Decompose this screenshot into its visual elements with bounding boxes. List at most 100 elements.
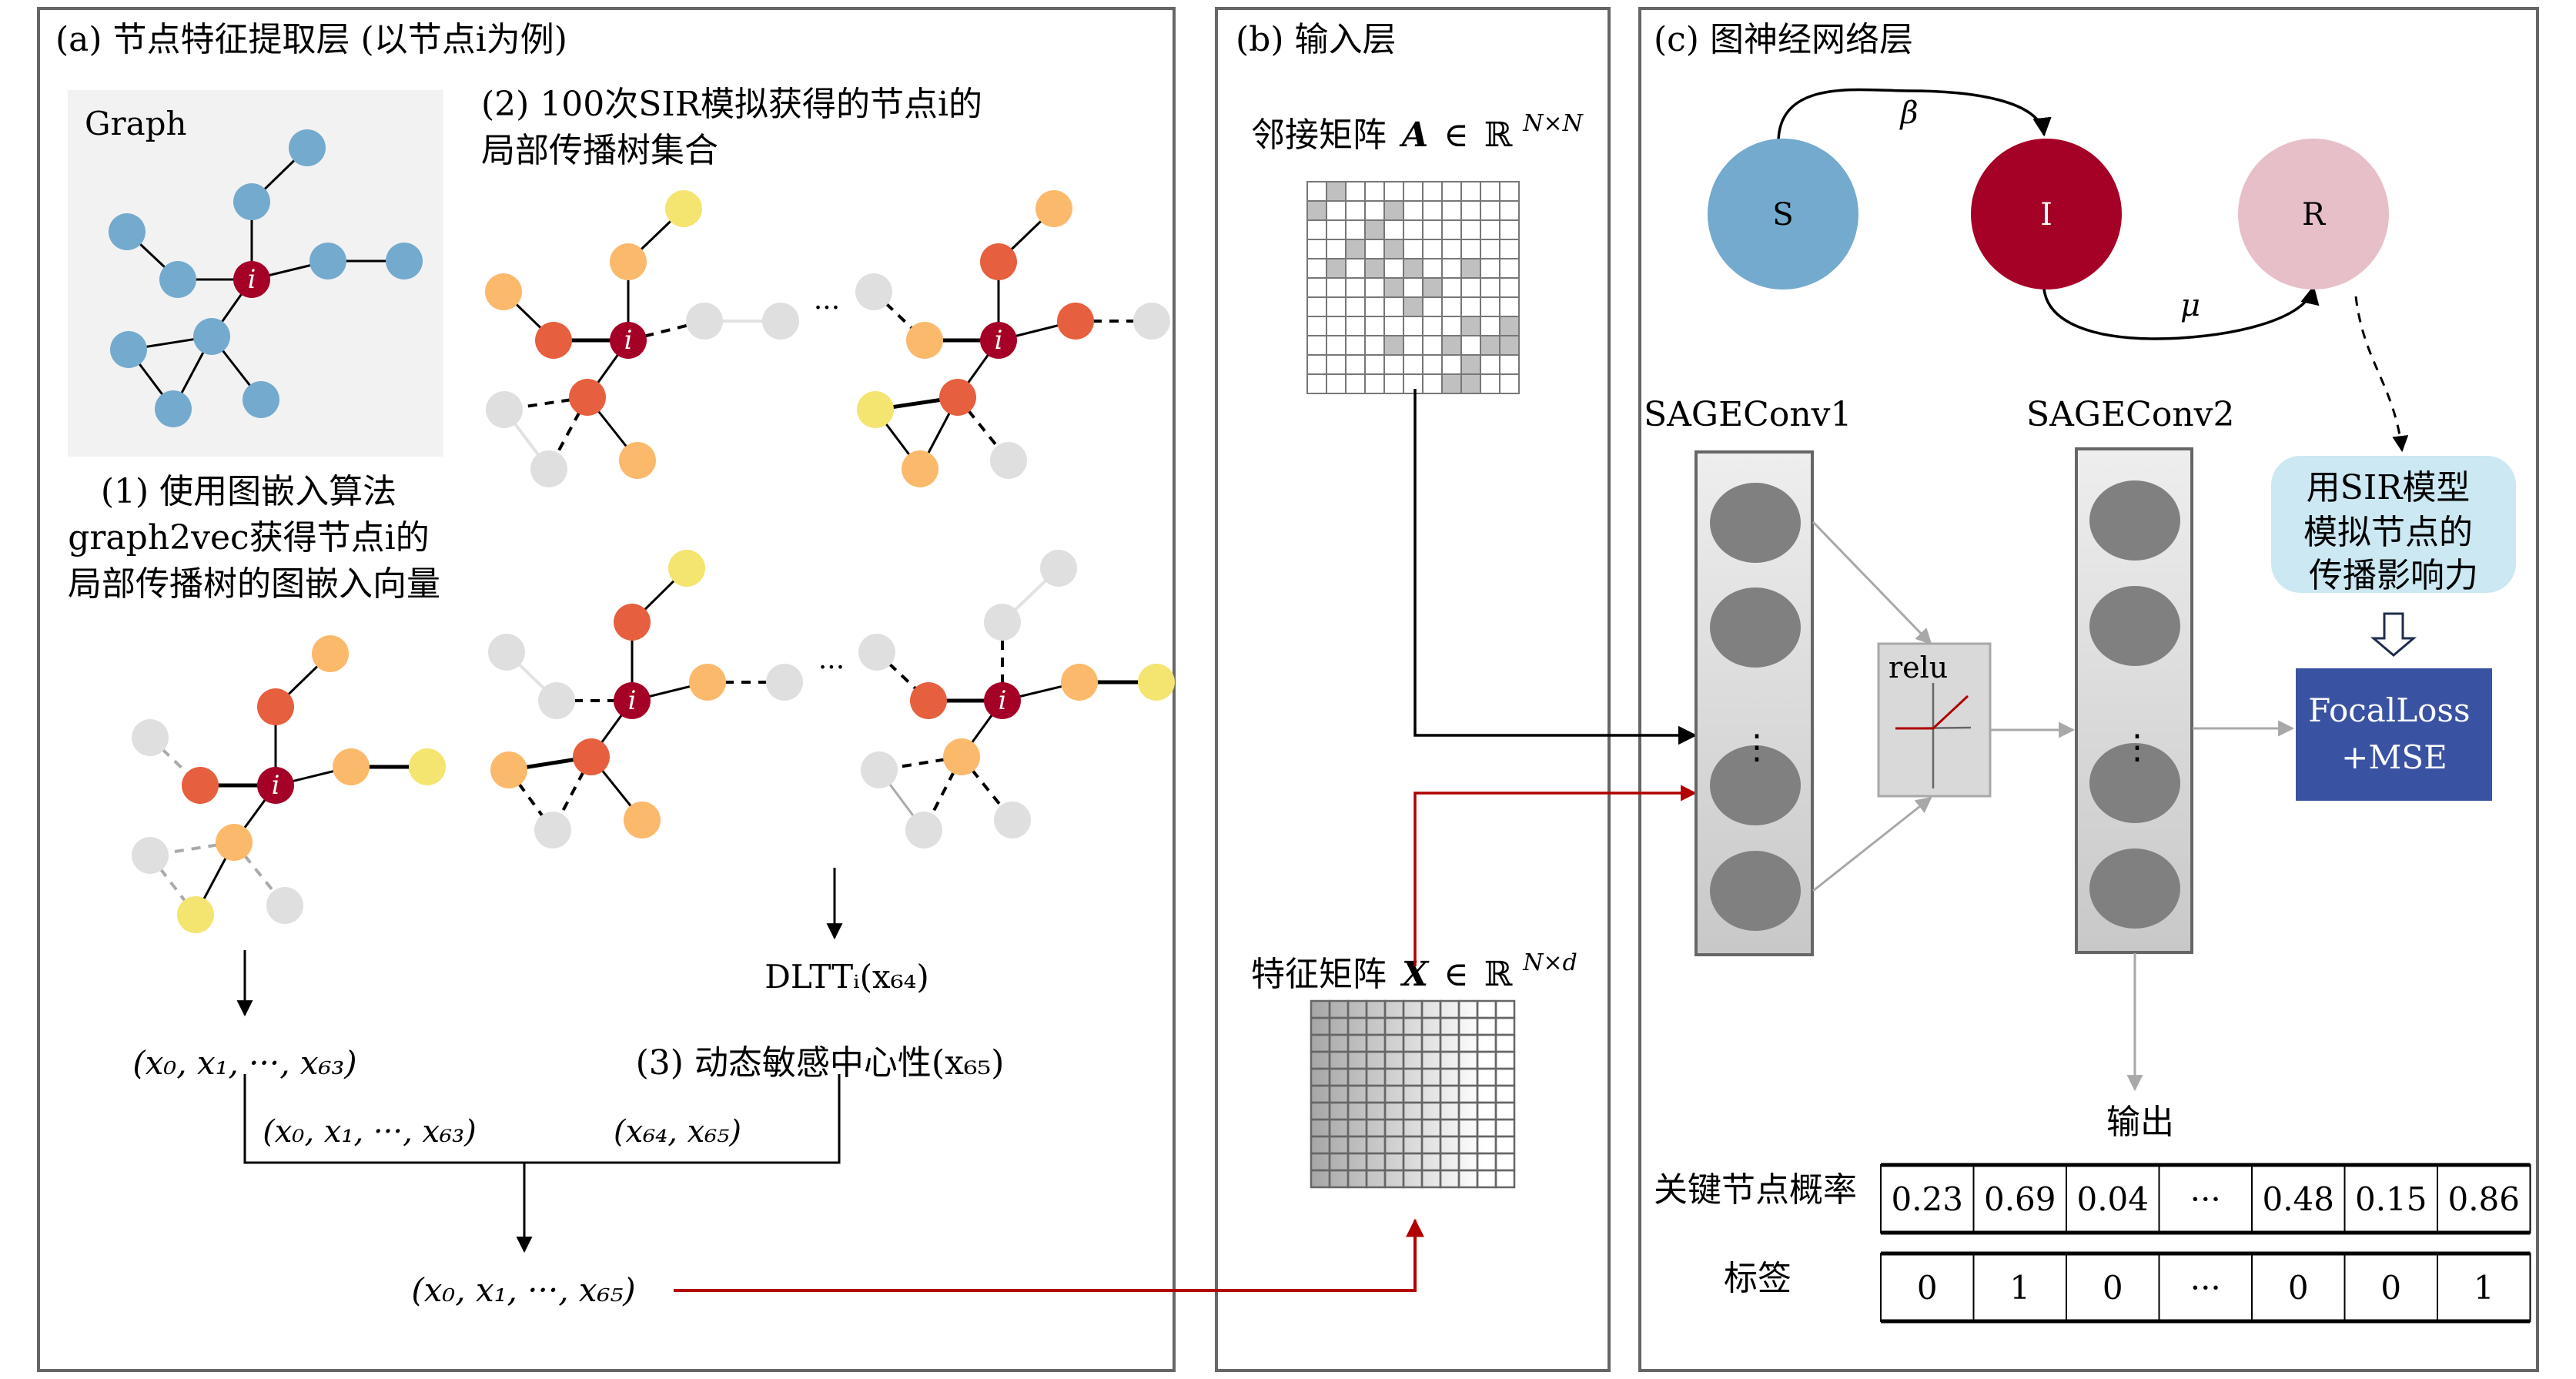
adjacency-cell-filled (1460, 258, 1481, 279)
note-line-2: 模拟节点的 (2303, 513, 2473, 552)
adjacency-cell (1326, 239, 1347, 259)
dltt-label: DLTTᵢ(x₆₄) (764, 958, 929, 996)
tree-node (689, 664, 726, 701)
adjacency-cell (1422, 219, 1443, 240)
adjacency-cell (1383, 373, 1404, 394)
adjacency-cell (1499, 258, 1520, 279)
adjacency-cell (1306, 219, 1327, 240)
adjacency-cell (1480, 219, 1500, 240)
output-label: 输出 (2106, 1103, 2174, 1142)
adjacency-cell (1499, 181, 1520, 202)
adjacency-cell (1383, 258, 1404, 279)
adjacency-cell-filled (1441, 335, 1462, 356)
feature-prefix: 特征矩阵 (1251, 955, 1387, 994)
propagation-tree-1: i (485, 190, 799, 487)
adjacency-cell (1364, 200, 1385, 221)
tree-node (289, 129, 326, 166)
adjacency-cell (1499, 239, 1520, 259)
tree-ellipsis-bottom: ··· (818, 652, 845, 684)
probability-value: 0.69 (1984, 1180, 2056, 1218)
panel-a-frame (37, 7, 1176, 1372)
conv1-to-relu-arrow-top (1812, 520, 1932, 645)
tree-node (488, 634, 525, 671)
tree-node (257, 688, 294, 725)
probability-cell (2066, 1164, 2160, 1233)
mu-label: μ (2180, 288, 2200, 323)
label-cell (2066, 1253, 2160, 1322)
adjacency-cell (1345, 354, 1366, 375)
adjacency-cell (1499, 277, 1520, 298)
tree-edge (149, 854, 197, 916)
tree-node (905, 812, 942, 848)
adjacency-cell (1460, 239, 1481, 259)
adjacency-cell-filled (1383, 277, 1404, 298)
adjacency-cell (1364, 373, 1385, 394)
adjacency-cell (1326, 296, 1347, 317)
adjacency-cell (1345, 181, 1366, 202)
focus-node-label: i (272, 770, 280, 801)
final-feature-vector: (x₀, x₁, ···, x₆₅) (411, 1271, 635, 1309)
focus-node-label: i (624, 325, 633, 356)
adjacency-cell (1364, 335, 1385, 356)
adjacency-label: 邻接矩阵 A ∈ ℝ N×N (1251, 110, 1584, 155)
adjacency-cell-filled (1499, 316, 1520, 336)
adjacency-cell (1326, 354, 1347, 375)
step1-line-3: 局部传播树的图嵌入向量 (68, 564, 440, 604)
adjacency-cell (1403, 354, 1423, 375)
tree-edge (960, 755, 1014, 822)
adjacency-cell (1403, 373, 1423, 394)
merge-left-vector: (x₀, x₁, ···, x₆₃) (263, 1114, 476, 1150)
tree-ellipsis-top: ··· (814, 293, 840, 324)
adjacency-cell (1306, 258, 1327, 279)
tree-edge (547, 397, 589, 470)
tree-node (614, 604, 651, 641)
adjacency-cell (1326, 373, 1347, 394)
focus-node-label: i (999, 685, 1007, 716)
sir-state-r (2238, 139, 2389, 290)
adjacency-cell (1441, 258, 1462, 279)
graph-nodes: i (109, 129, 423, 427)
adjacency-cell-filled (1383, 200, 1404, 221)
tree-node (861, 751, 898, 788)
panel-c: (c) 图神经网络层 β μ S I R SAGEConv1 SAGEConv2… (1644, 20, 2531, 1324)
label-cell (2437, 1253, 2531, 1322)
adjacency-cell (1326, 316, 1347, 336)
conv2-neurons (2089, 480, 2180, 929)
neuron (2089, 480, 2180, 561)
tree-node (132, 719, 169, 756)
tree-node (1035, 190, 1072, 227)
adjacency-cell (1306, 335, 1327, 356)
neuron (2089, 586, 2180, 666)
conv2-label: SAGEConv2 (2026, 395, 2235, 434)
hollow-down-arrow-icon (2370, 612, 2417, 657)
adjacency-cell (1460, 181, 1481, 202)
tree-node (1057, 303, 1094, 340)
tree-node (266, 887, 303, 924)
relu-label: relu (1889, 651, 1948, 684)
adjacency-cell-filled (1460, 354, 1481, 375)
adjacency-cell-filled (1364, 258, 1385, 279)
adjacency-cell (1364, 316, 1385, 336)
label-cell (2158, 1253, 2253, 1322)
mu-transition-arrow (2042, 285, 2320, 340)
tree-node (857, 391, 894, 428)
adjacency-cell (1306, 354, 1327, 375)
label-cell (2343, 1253, 2438, 1322)
tree-node (155, 390, 192, 427)
tree-node (193, 318, 230, 355)
tree-node (1133, 303, 1170, 340)
relu-box (1877, 642, 1992, 798)
adjacency-cell (1441, 277, 1462, 298)
adjacency-cell (1326, 219, 1347, 240)
propagation-tree-3: i (488, 550, 803, 848)
adjacency-cell-filled (1306, 200, 1327, 221)
adjacency-cell (1480, 258, 1500, 279)
input-graph: i (109, 129, 423, 427)
tree-edge (956, 396, 1010, 462)
adjacency-flow-arrow (1413, 389, 1698, 745)
adjacency-cell (1441, 316, 1462, 336)
tree-node (990, 442, 1027, 479)
adjacency-cell (1441, 296, 1462, 317)
adjacency-cell (1403, 316, 1423, 336)
